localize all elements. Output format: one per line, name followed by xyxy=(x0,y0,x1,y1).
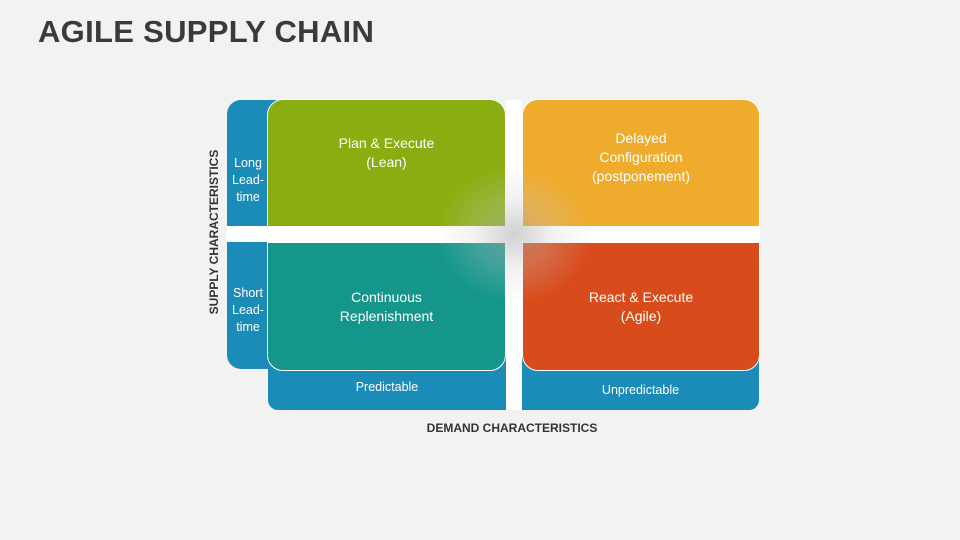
quadrant-delayed-configuration: Delayed Configuration (postponement) xyxy=(522,99,760,227)
center-shadow xyxy=(436,164,592,304)
page-title: AGILE SUPPLY CHAIN xyxy=(38,14,375,49)
quadrant-label: Plan & Execute (Lean) xyxy=(338,135,435,170)
supply-level-long: Long Lead- time xyxy=(232,156,264,204)
quadrant-label: React & Execute (Agile) xyxy=(588,288,694,324)
supply-level-short: Short Lead- time xyxy=(232,286,264,334)
quadrant-label: Delayed Configuration (postponement) xyxy=(591,129,691,184)
demand-level-unpredictable: Unpredictable xyxy=(601,383,680,397)
demand-axis-title: DEMAND CHARACTERISTICS xyxy=(426,421,598,435)
demand-level-predictable: Predictable xyxy=(355,380,419,394)
supply-axis-title: SUPPLY CHARACTERISTICS xyxy=(207,149,221,315)
quadrant-label: Continuous Replenishment xyxy=(339,288,434,324)
